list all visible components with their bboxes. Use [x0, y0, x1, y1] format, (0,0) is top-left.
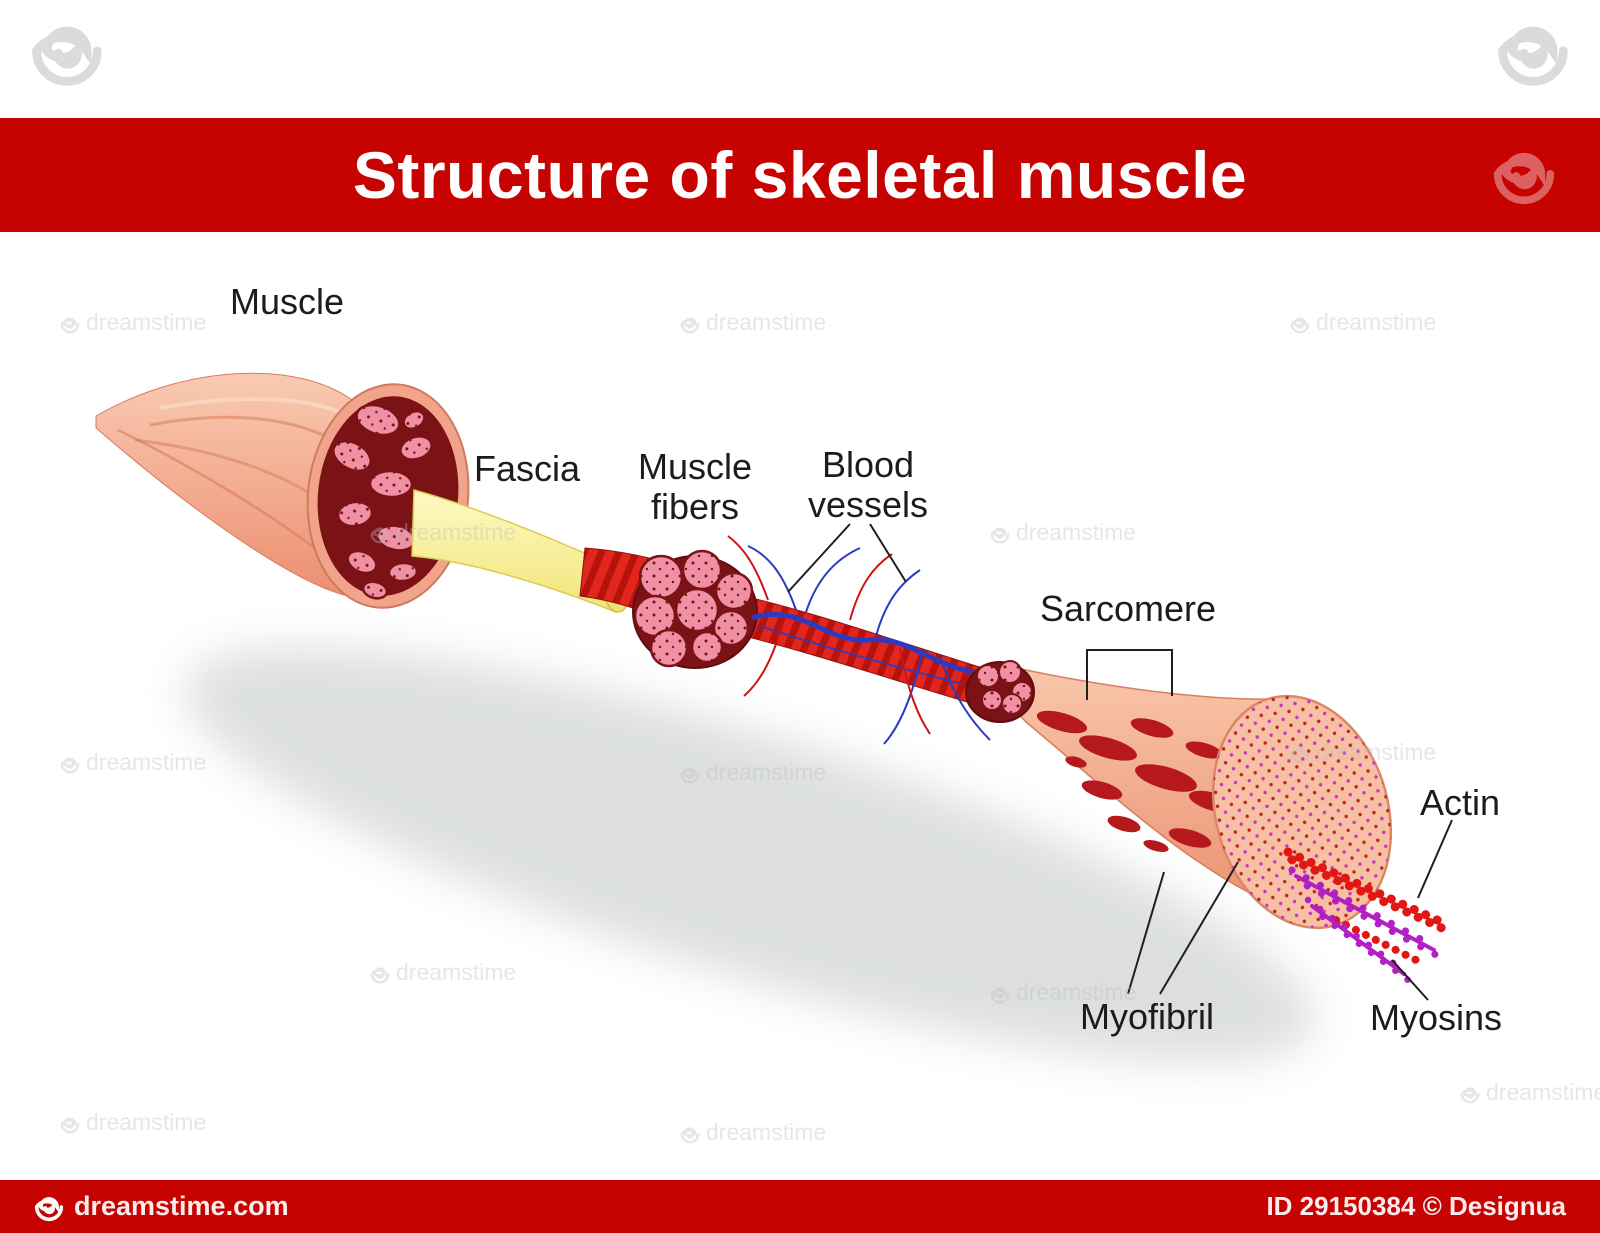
watermark-item: dreamstime: [60, 309, 206, 335]
watermark-credit: ID 29150384 © Designua: [1266, 1191, 1566, 1221]
blood-vessels-illustration: [727, 535, 991, 745]
watermark-item: dreamstime: [1460, 1079, 1600, 1105]
svg-text:dreamstime: dreamstime: [396, 519, 516, 545]
myofibrils: [1036, 710, 1240, 852]
label-blood-vessels: Blood vessels: [807, 444, 929, 526]
label-blood-vessels-line1: Blood: [821, 444, 915, 485]
svg-text:dreamstime: dreamstime: [86, 309, 206, 335]
fiber-cut-face-small: [965, 660, 1035, 723]
watermark-item: dreamstime: [60, 1109, 206, 1135]
svg-text:dreamstime: dreamstime: [1486, 1079, 1600, 1105]
watermark-item: dreamstime: [1290, 309, 1436, 335]
watermark-item: dreamstime: [1290, 739, 1436, 765]
svg-text:dreamstime: dreamstime: [706, 1119, 826, 1145]
svg-text:dreamstime: dreamstime: [1016, 979, 1136, 1005]
watermark-item: dreamstime: [680, 309, 826, 335]
fiber-bundle-cut-face: [632, 549, 758, 669]
watermark-item: dreamstime: [370, 519, 516, 545]
watermark-item: dreamstime: [370, 959, 516, 985]
watermark-item: dreamstime: [60, 749, 206, 775]
watermark-item: dreamstime: [990, 519, 1136, 545]
svg-text:dreamstime: dreamstime: [86, 1109, 206, 1135]
label-muscle-fibers-line1: Muscle: [637, 446, 753, 487]
label-myosins: Myosins: [1369, 997, 1503, 1038]
svg-text:dreamstime: dreamstime: [706, 759, 826, 785]
label-muscle-fibers-line2: fibers: [650, 486, 740, 528]
label-myofibril: Myofibril: [1079, 996, 1215, 1037]
svg-text:dreamstime: dreamstime: [1016, 519, 1136, 545]
sarcomere-bracket: [1086, 649, 1173, 700]
svg-text:dreamstime: dreamstime: [1316, 309, 1436, 335]
label-actin: Actin: [1419, 782, 1501, 823]
label-muscle: Muscle: [229, 281, 345, 322]
myosins-leader: [1391, 959, 1429, 1001]
label-fascia: Fascia: [473, 448, 581, 489]
page-title: Structure of skeletal muscle: [352, 138, 1248, 212]
myosin-filament: [1288, 866, 1442, 984]
myofibril-leader: [1127, 861, 1239, 995]
svg-text:dreamstime: dreamstime: [1316, 739, 1436, 765]
watermark-item: dreamstime: [680, 1119, 826, 1145]
watermark-item: dreamstime: [990, 979, 1136, 1005]
watermark-item: dreamstime: [680, 759, 826, 785]
title-banner: Structure of skeletal muscle: [0, 118, 1600, 232]
shadow: [184, 647, 1316, 1063]
actin-leader: [1417, 819, 1453, 899]
actin-filament: [1281, 847, 1451, 966]
watermark-pattern: dreamstime dreamstime dreamstime dreamst…: [37, 31, 1600, 1145]
watermark-site-text: dreamstime.com: [74, 1191, 289, 1221]
dreamstime-logo-icon: [34, 1196, 64, 1221]
watermark-site: dreamstime.com: [34, 1191, 289, 1222]
label-muscle-fibers: Muscle fibers: [637, 446, 753, 528]
svg-text:dreamstime: dreamstime: [706, 309, 826, 335]
blood-vessels-leader: [787, 523, 907, 593]
label-blood-vessels-line2: vessels: [807, 484, 929, 526]
svg-text:dreamstime: dreamstime: [396, 959, 516, 985]
svg-text:dreamstime: dreamstime: [86, 749, 206, 775]
label-sarcomere: Sarcomere: [1039, 588, 1217, 629]
muscle-fiber-enlarged: [1009, 667, 1393, 930]
watermark-bar: dreamstime.com ID 29150384 © Designua: [0, 1180, 1600, 1233]
muscle-fiber: [719, 591, 1003, 711]
